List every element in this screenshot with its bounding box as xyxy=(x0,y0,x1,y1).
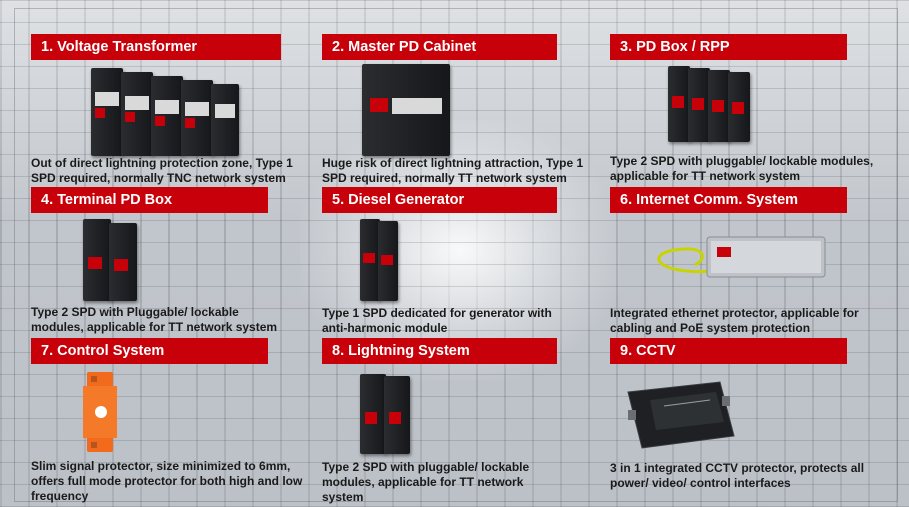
card-diesel-generator: 5. Diesel Generator Type 1 SPD dedicated… xyxy=(322,187,592,337)
card-description: Huge risk of direct lightning attraction… xyxy=(322,156,584,185)
card-title: 5. Diesel Generator xyxy=(322,187,557,213)
content-frame xyxy=(14,8,898,502)
spd-2-pole-icon xyxy=(360,374,410,454)
card-master-pd-cabinet: 2. Master PD Cabinet Huge risk of direct… xyxy=(322,34,592,185)
card-title: 8. Lightning System xyxy=(322,338,557,364)
card-description: 3 in 1 integrated CCTV protector, protec… xyxy=(610,461,865,490)
spd-4-pole-pluggable-icon xyxy=(668,66,753,142)
card-description: Type 1 SPD dedicated for generator with … xyxy=(322,306,552,335)
card-title: 6. Internet Comm. System xyxy=(610,187,847,213)
card-cctv: 9. CCTV 3 in 1 integrated CCTV protector… xyxy=(610,338,880,490)
signal-protector-icon xyxy=(81,372,121,452)
card-terminal-pd-box: 4. Terminal PD Box Type 2 SPD with Plugg… xyxy=(31,187,301,337)
card-description: Out of direct lightning protection zone,… xyxy=(31,156,293,185)
card-lightning-system: 8. Lightning System Type 2 SPD with plug… xyxy=(322,338,592,504)
card-title: 9. CCTV xyxy=(610,338,847,364)
spd-2-pole-icon xyxy=(83,219,139,301)
card-internet-comm-system: 6. Internet Comm. System Integrated ethe… xyxy=(610,187,880,337)
cctv-protector-icon xyxy=(620,376,740,452)
card-description: Slim signal protector, size minimized to… xyxy=(31,459,303,503)
spd-type1-single-icon xyxy=(362,64,452,156)
card-control-system: 7. Control System Slim signal protector,… xyxy=(31,338,302,503)
card-description: Type 2 SPD with pluggable/ lockable modu… xyxy=(322,460,530,504)
ethernet-protector-icon xyxy=(645,231,835,293)
card-title: 4. Terminal PD Box xyxy=(31,187,268,213)
card-description: Type 2 SPD with pluggable/ lockable modu… xyxy=(610,154,874,183)
card-description: Type 2 SPD with Pluggable/ lockable modu… xyxy=(31,305,278,334)
card-pd-box-rpp: 3. PD Box / RPP Type 2 SPD with pluggabl… xyxy=(610,34,880,184)
card-title: 1. Voltage Transformer xyxy=(31,34,281,60)
card-title: 2. Master PD Cabinet xyxy=(322,34,557,60)
card-title: 7. Control System xyxy=(31,338,268,364)
spd-4-pole-icon xyxy=(91,68,241,156)
card-description: Integrated ethernet protector, applicabl… xyxy=(610,306,859,335)
spd-generator-icon xyxy=(360,219,402,301)
card-voltage-transformer: 1. Voltage Transformer Out of direct lig… xyxy=(31,34,301,185)
card-title: 3. PD Box / RPP xyxy=(610,34,847,60)
